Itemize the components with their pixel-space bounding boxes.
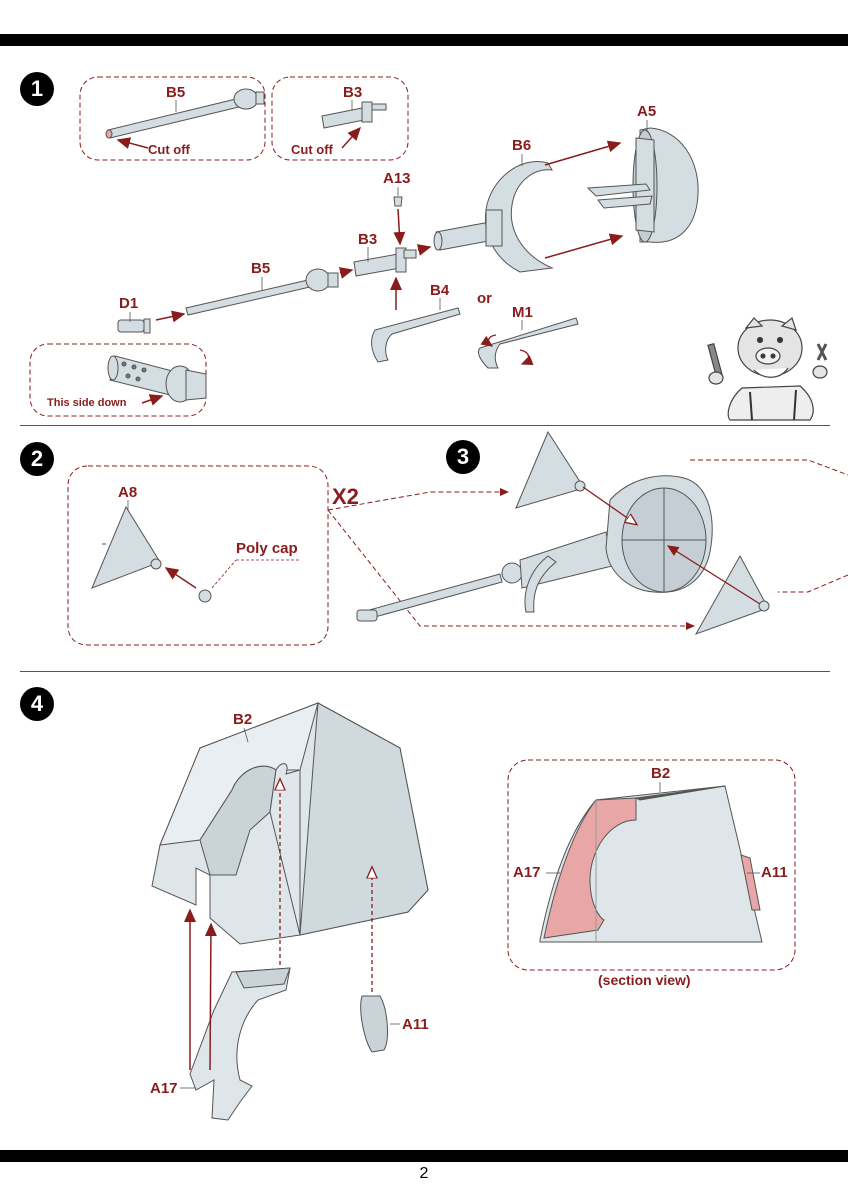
a5-part xyxy=(586,127,699,243)
b4-part xyxy=(371,307,461,363)
a11-part xyxy=(360,995,388,1053)
this-side-down-note: This side down xyxy=(47,397,127,409)
m1-label: M1 xyxy=(512,304,533,321)
top-bar xyxy=(0,34,848,46)
a8-part xyxy=(91,505,162,589)
d1-label: D1 xyxy=(119,295,139,312)
b3-part xyxy=(353,247,417,277)
step-2-number: 2 xyxy=(20,442,54,476)
step-4-number: 4 xyxy=(20,687,54,721)
mascot-pig xyxy=(707,316,828,421)
step3-detail-box xyxy=(690,459,848,593)
section-b2-label: B2 xyxy=(651,765,671,782)
b3-cutoff-note: Cut off xyxy=(291,142,333,157)
or-label: or xyxy=(477,290,492,307)
a17-label: A17 xyxy=(150,1080,178,1097)
b5-cutoff-note: Cut off xyxy=(148,142,190,157)
poly-cap-label: Poly cap xyxy=(236,540,298,557)
section-a11-label: A11 xyxy=(761,864,788,881)
divider-1 xyxy=(20,425,830,426)
x2-multiplier: X2 xyxy=(332,484,359,509)
page-number: 2 xyxy=(419,1165,429,1182)
a13-label: A13 xyxy=(383,170,411,187)
b6-part xyxy=(433,161,554,273)
divider-2 xyxy=(20,671,830,672)
b5-detail-label: B5 xyxy=(166,84,186,101)
section-view-caption: (section view) xyxy=(598,972,691,988)
section-a17-label: A17 xyxy=(513,864,541,881)
b3-detail-box xyxy=(271,76,409,161)
b5-label: B5 xyxy=(251,260,271,277)
b2-turret-part xyxy=(151,702,429,945)
poly-cap-part xyxy=(198,589,212,603)
a17-part xyxy=(189,967,291,1121)
b3-label: B3 xyxy=(358,231,378,248)
d1-part xyxy=(117,318,151,334)
section-view-drawing xyxy=(539,785,763,943)
b3-detail-label: B3 xyxy=(343,84,363,101)
b6-label: B6 xyxy=(512,137,532,154)
step2-detail-box xyxy=(67,465,329,646)
b5-part xyxy=(185,268,339,316)
b4-label: B4 xyxy=(430,282,450,299)
b2-label: B2 xyxy=(233,711,253,728)
b5-detail-part xyxy=(105,88,265,139)
a8-label: A8 xyxy=(118,484,138,501)
m1-part xyxy=(477,317,579,369)
a5-label: A5 xyxy=(637,103,657,120)
step3-assembly xyxy=(356,430,770,635)
a11-label: A11 xyxy=(402,1016,429,1033)
d1-detail-part xyxy=(107,355,207,403)
b3-detail-part xyxy=(321,101,387,129)
step-3-number: 3 xyxy=(446,440,480,474)
a13-part xyxy=(393,196,403,207)
section-view-box xyxy=(507,759,796,971)
step-1-number: 1 xyxy=(20,72,54,106)
bottom-bar xyxy=(0,1150,848,1162)
b5-detail-box xyxy=(79,76,266,161)
